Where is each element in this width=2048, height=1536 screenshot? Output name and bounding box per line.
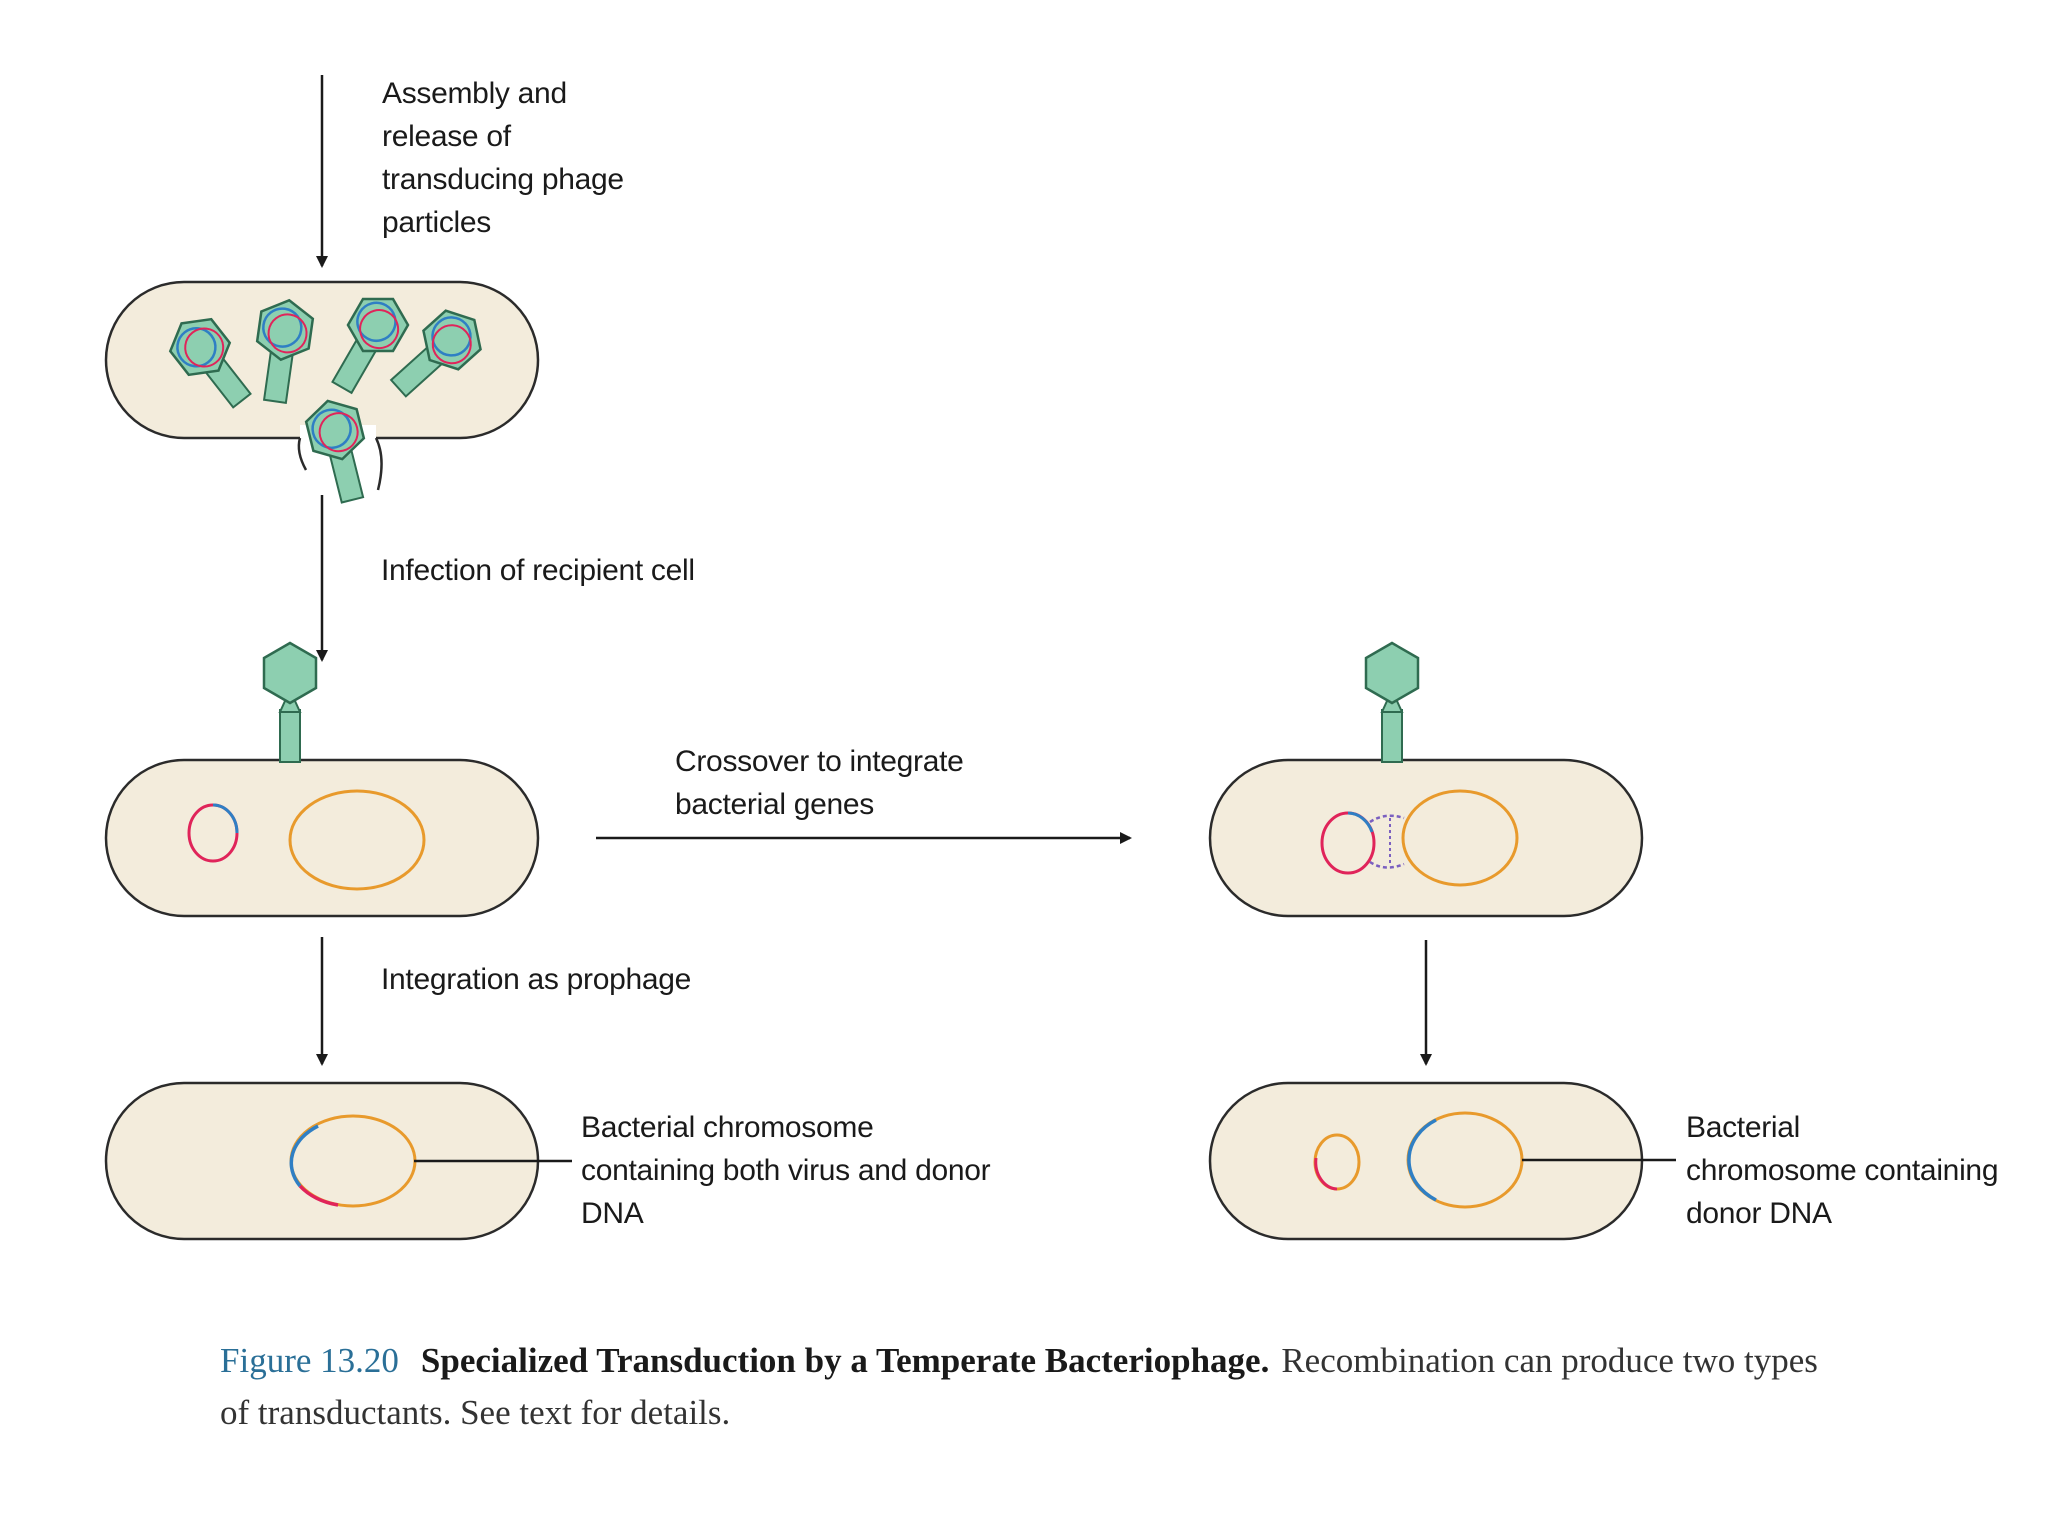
crossover-cell [1208, 758, 1644, 918]
phage-particle [255, 298, 315, 404]
attached-phage [1364, 641, 1420, 763]
figure-caption: Figure 13.20 Specialized Transduction by … [220, 1335, 1840, 1439]
phage-particle [168, 317, 252, 409]
transductant-cell [1208, 1081, 1676, 1241]
figure-number: Figure 13.20 [220, 1341, 399, 1380]
lysogen-cell [104, 1081, 572, 1241]
label-result-right: Bacterial chromosome containing donor DN… [1686, 1111, 1999, 1230]
phage-particle [331, 297, 410, 395]
recipient-cell [104, 758, 540, 918]
label-crossover: Crossover to integrate bacterial genes [675, 745, 964, 821]
label-integration: Integration as prophage [381, 963, 692, 996]
host-chromosome [288, 789, 426, 891]
label-result-left: Bacterial chromosome containing both vir… [581, 1111, 991, 1230]
attached-phage [262, 641, 318, 763]
phage-particle [304, 399, 366, 504]
label-assembly: Assembly and release of transducing phag… [382, 77, 624, 239]
host-chromosome [1401, 789, 1519, 887]
label-infection: Infection of recipient cell [381, 554, 695, 587]
phage-particle [389, 309, 482, 398]
figure-title: Specialized Transduction by a Temperate … [420, 1341, 1270, 1380]
figure-caption-text: Recombination can produce two types of t… [220, 1341, 1818, 1432]
lysing-cell [104, 280, 540, 491]
